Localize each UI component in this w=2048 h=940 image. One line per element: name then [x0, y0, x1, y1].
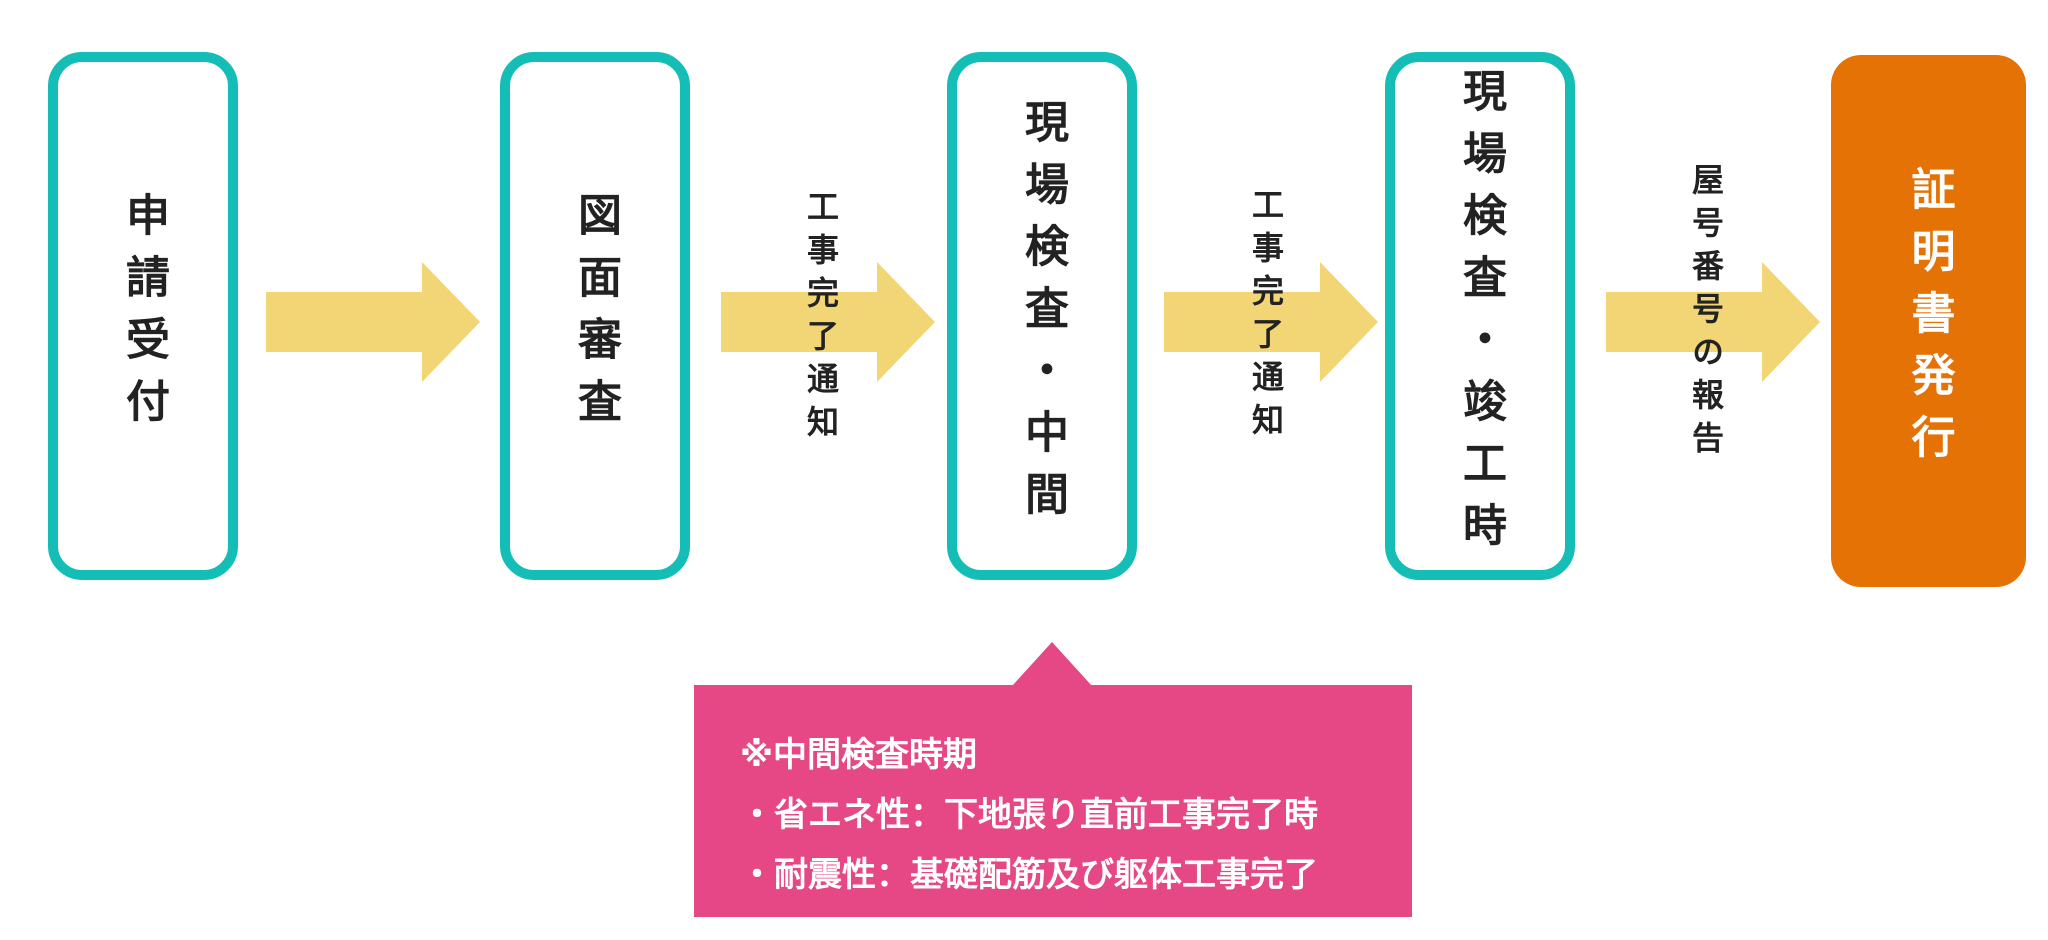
step-label: 現場検査・中間: [1017, 99, 1068, 533]
callout-title: ※中間検査時期: [740, 735, 978, 775]
arrow-label-house-number-report: 屋号番号の報告: [1687, 163, 1725, 464]
step-site-inspection-completion: 現場検査・竣工時: [1385, 52, 1575, 580]
step-label: 現場検査・竣工時: [1455, 68, 1506, 564]
arrow-right-icon: [266, 262, 480, 382]
arrow-label-completion-notice-1: 工事完了通知: [802, 190, 840, 448]
step-label: 証明書発行: [1903, 166, 1955, 476]
callout-item-energy-saving: ・省エネ性：下地張り直前工事完了時: [740, 795, 1318, 835]
arrow-1: [266, 262, 480, 382]
arrow-4: [1606, 262, 1820, 382]
arrow-label-completion-notice-2: 工事完了通知: [1247, 188, 1285, 446]
arrow-right-icon: [721, 262, 935, 382]
callout-pointer: [1012, 642, 1092, 686]
arrow-right-icon: [1606, 262, 1820, 382]
arrow-right-icon: [1164, 262, 1378, 382]
step-label: 図面審査: [570, 192, 621, 440]
interim-inspection-callout: ※中間検査時期 ・省エネ性：下地張り直前工事完了時 ・耐震性：基礎配筋及び躯体工…: [694, 685, 1412, 917]
step-site-inspection-interim: 現場検査・中間: [947, 52, 1137, 580]
arrow-3: [1164, 262, 1378, 382]
step-certificate-issuance: 証明書発行: [1831, 55, 2026, 587]
step-label: 申請受付: [118, 192, 169, 440]
callout-item-seismic: ・耐震性：基礎配筋及び躯体工事完了: [740, 855, 1318, 895]
arrow-2: [721, 262, 935, 382]
step-drawing-review: 図面審査: [500, 52, 690, 580]
step-application-receipt: 申請受付: [48, 52, 238, 580]
